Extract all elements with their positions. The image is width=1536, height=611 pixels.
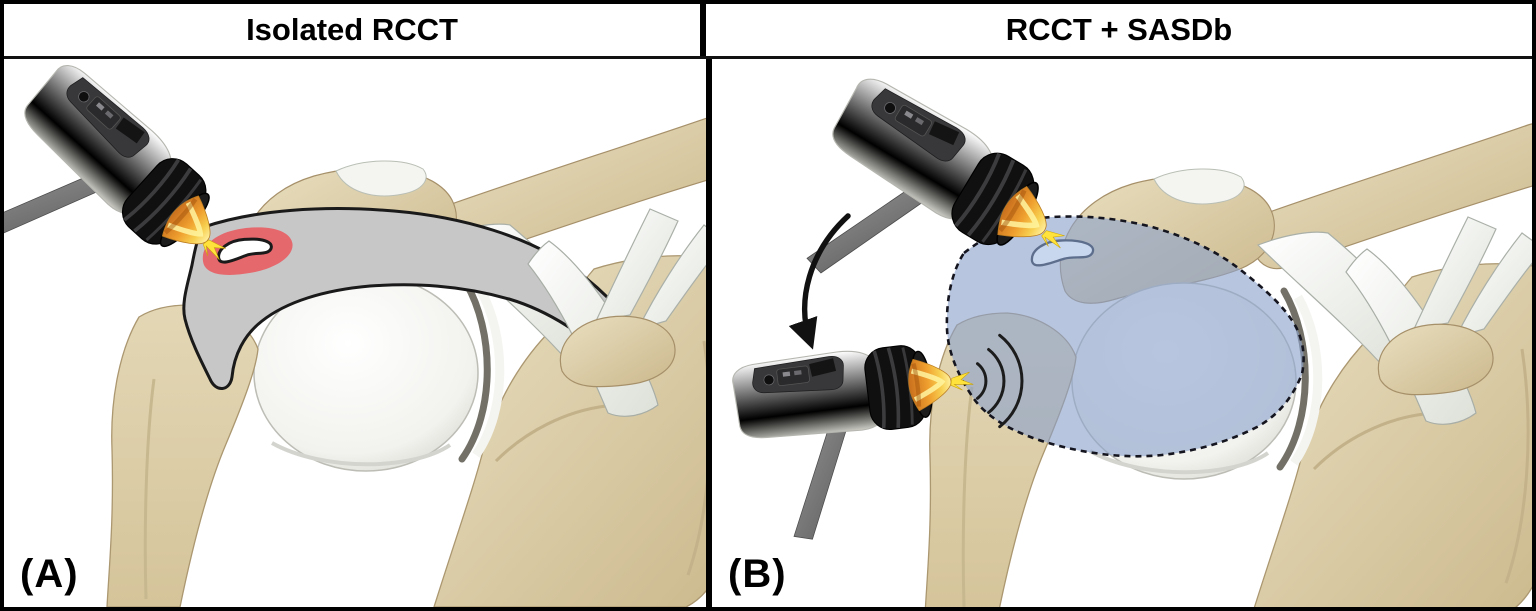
sweep-arrow [788, 213, 851, 350]
header-row: Isolated RCCT RCCT + SASDb [4, 4, 1532, 59]
panel-a-svg [4, 59, 706, 607]
panel-b-label: (B) [728, 552, 787, 596]
rcct-target-zone [182, 207, 648, 390]
panel-b-illustration: (B) [712, 59, 1532, 607]
panel-b-svg [712, 59, 1532, 607]
panel-a-title: Isolated RCCT [4, 4, 706, 56]
sasd-bursa-zone [945, 215, 1305, 458]
figure-body: (A) [4, 59, 1532, 607]
acoustic-waves [976, 333, 1024, 429]
panel-a-label: (A) [20, 552, 79, 596]
panel-a-illustration: (A) [4, 59, 706, 607]
calcific-deposit-a [202, 227, 293, 275]
panel-divider [706, 59, 712, 607]
panel-b-title: RCCT + SASDb [706, 4, 1532, 56]
